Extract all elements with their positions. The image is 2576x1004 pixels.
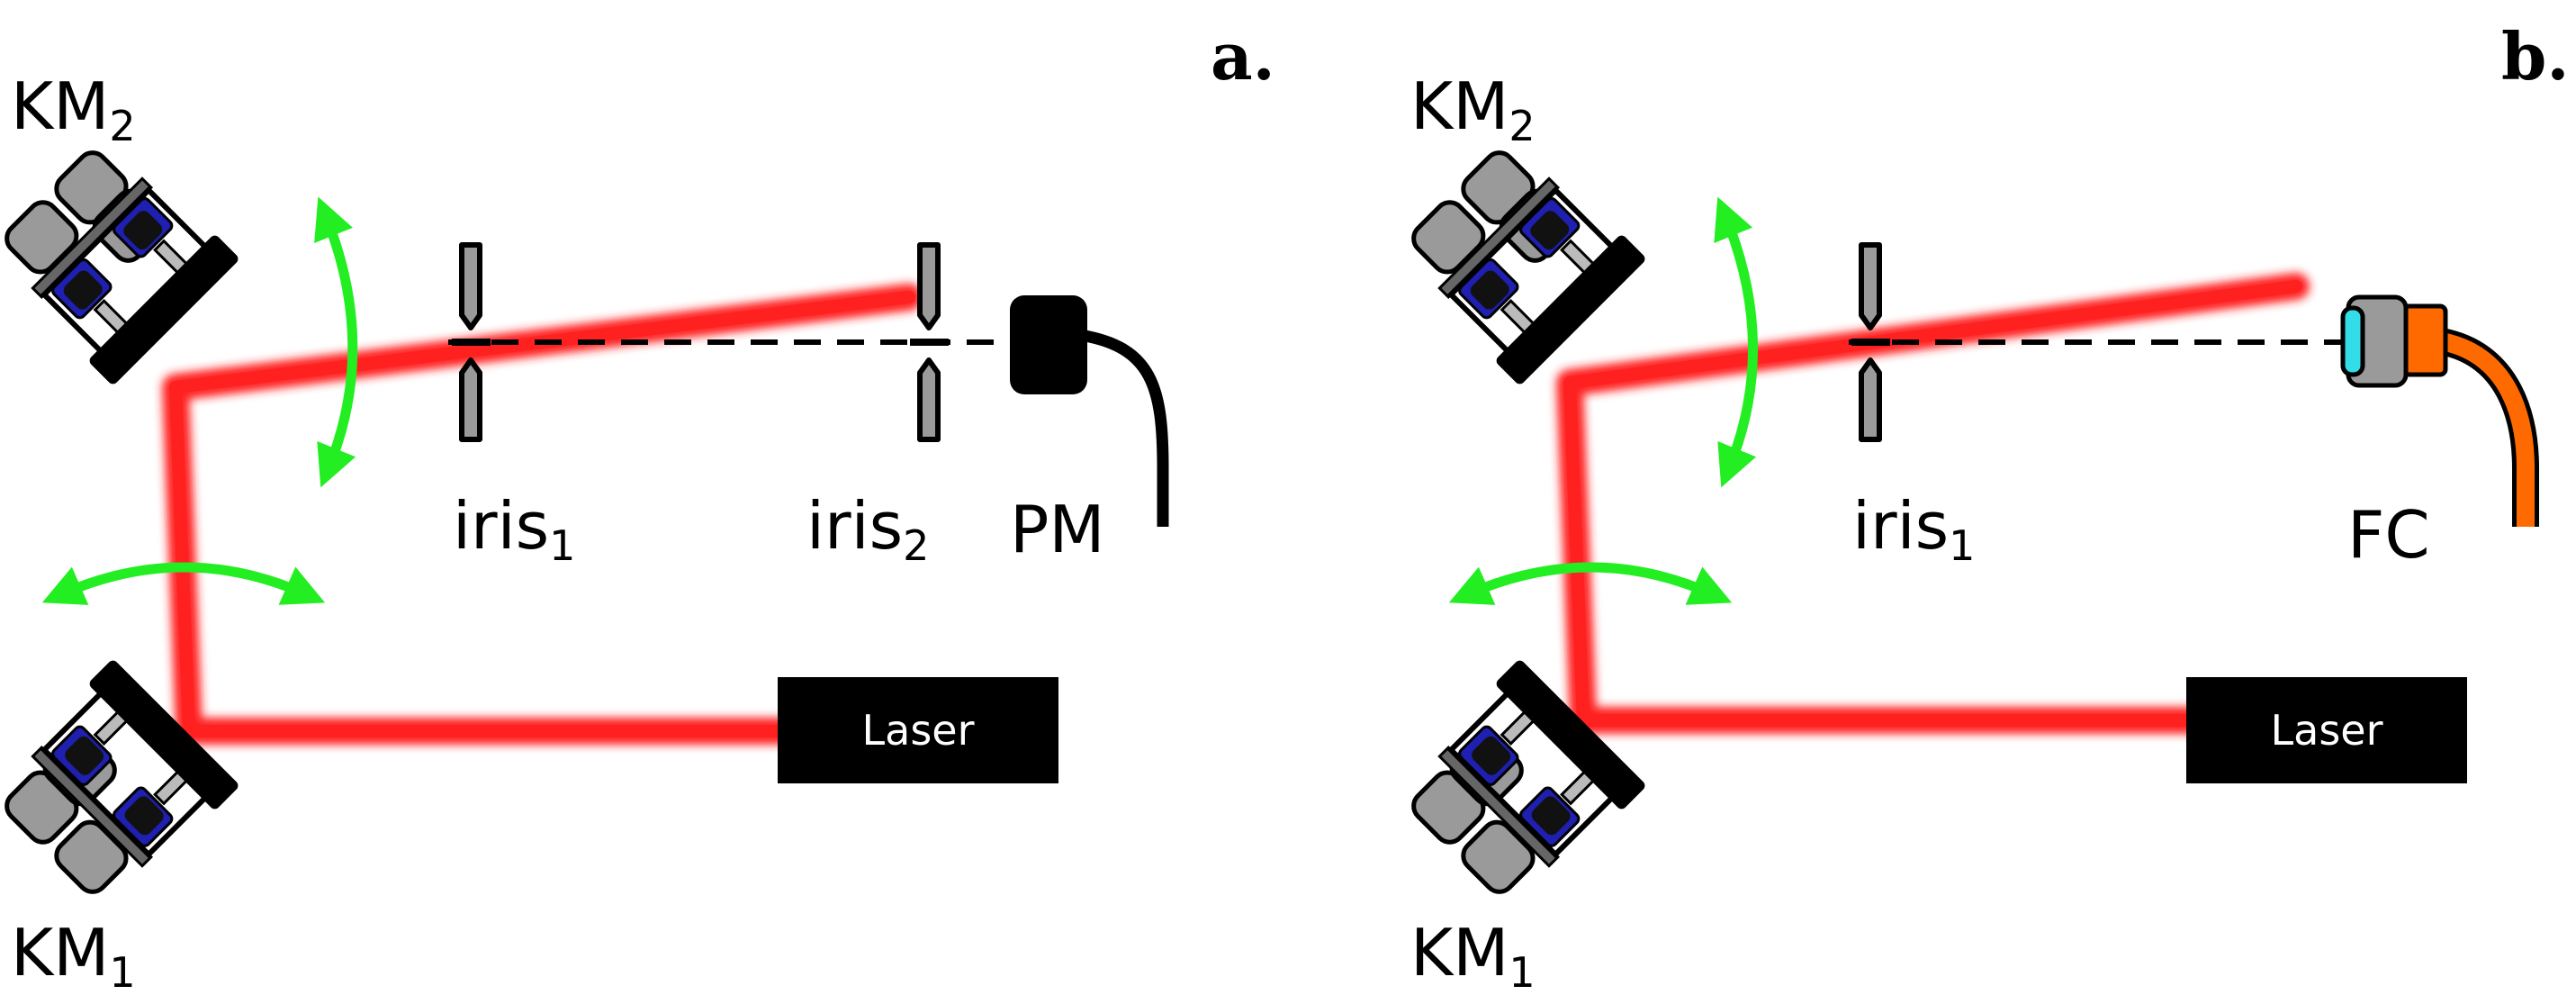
km1-label: KM1 [11, 915, 136, 997]
km2-label: KM2 [11, 68, 136, 150]
panel-a: a. KM2 KM1 iris1 iris2 PM Laser [0, 0, 1275, 1004]
mirror-mount-km2 [1390, 129, 1647, 386]
tilt-arrow-horizontal [1448, 562, 1733, 605]
fiber-connector [2401, 303, 2448, 377]
tilt-arrow-horizontal [41, 562, 326, 605]
power-meter-label: PM [1010, 492, 1105, 567]
panel-b-drawing [1288, 0, 2539, 1004]
panel-b-label: b. [2501, 18, 2570, 95]
power-meter-head [1010, 295, 1087, 394]
laser-beam [1556, 273, 2310, 734]
tilt-arrow-vertical [314, 196, 358, 488]
km1-label: KM1 [1410, 915, 1536, 997]
iris-1-blades [459, 242, 482, 442]
panel-a-drawing [0, 0, 1169, 1004]
iris-2-label: iris2 [806, 488, 930, 570]
iris-1-label: iris1 [1852, 488, 1976, 570]
laser-source: Laser [2186, 677, 2467, 783]
coupler-lens [2340, 305, 2365, 377]
km2-label: KM2 [1410, 68, 1536, 150]
fiber-cable-jacket [2434, 331, 2535, 527]
panel-a-label: a. [1211, 18, 1275, 95]
mirror-mount-km1 [0, 658, 240, 916]
power-meter-cable [1078, 329, 1169, 527]
iris-1-blades [1859, 242, 1882, 442]
fiber-coupler-label: FC [2347, 497, 2430, 573]
mirror-mount-km2 [0, 129, 240, 386]
laser-source: Laser [778, 677, 1058, 783]
iris-1-label: iris1 [453, 488, 576, 570]
tilt-arrow-vertical [1714, 196, 1758, 488]
laser-label: Laser [861, 706, 975, 755]
laser-label: Laser [2270, 706, 2383, 755]
panel-b: b. KM2 KM1 iris1 FC Laser [1288, 0, 2576, 1004]
iris-2-blades [917, 242, 941, 442]
mirror-mount-km1 [1390, 658, 1647, 916]
